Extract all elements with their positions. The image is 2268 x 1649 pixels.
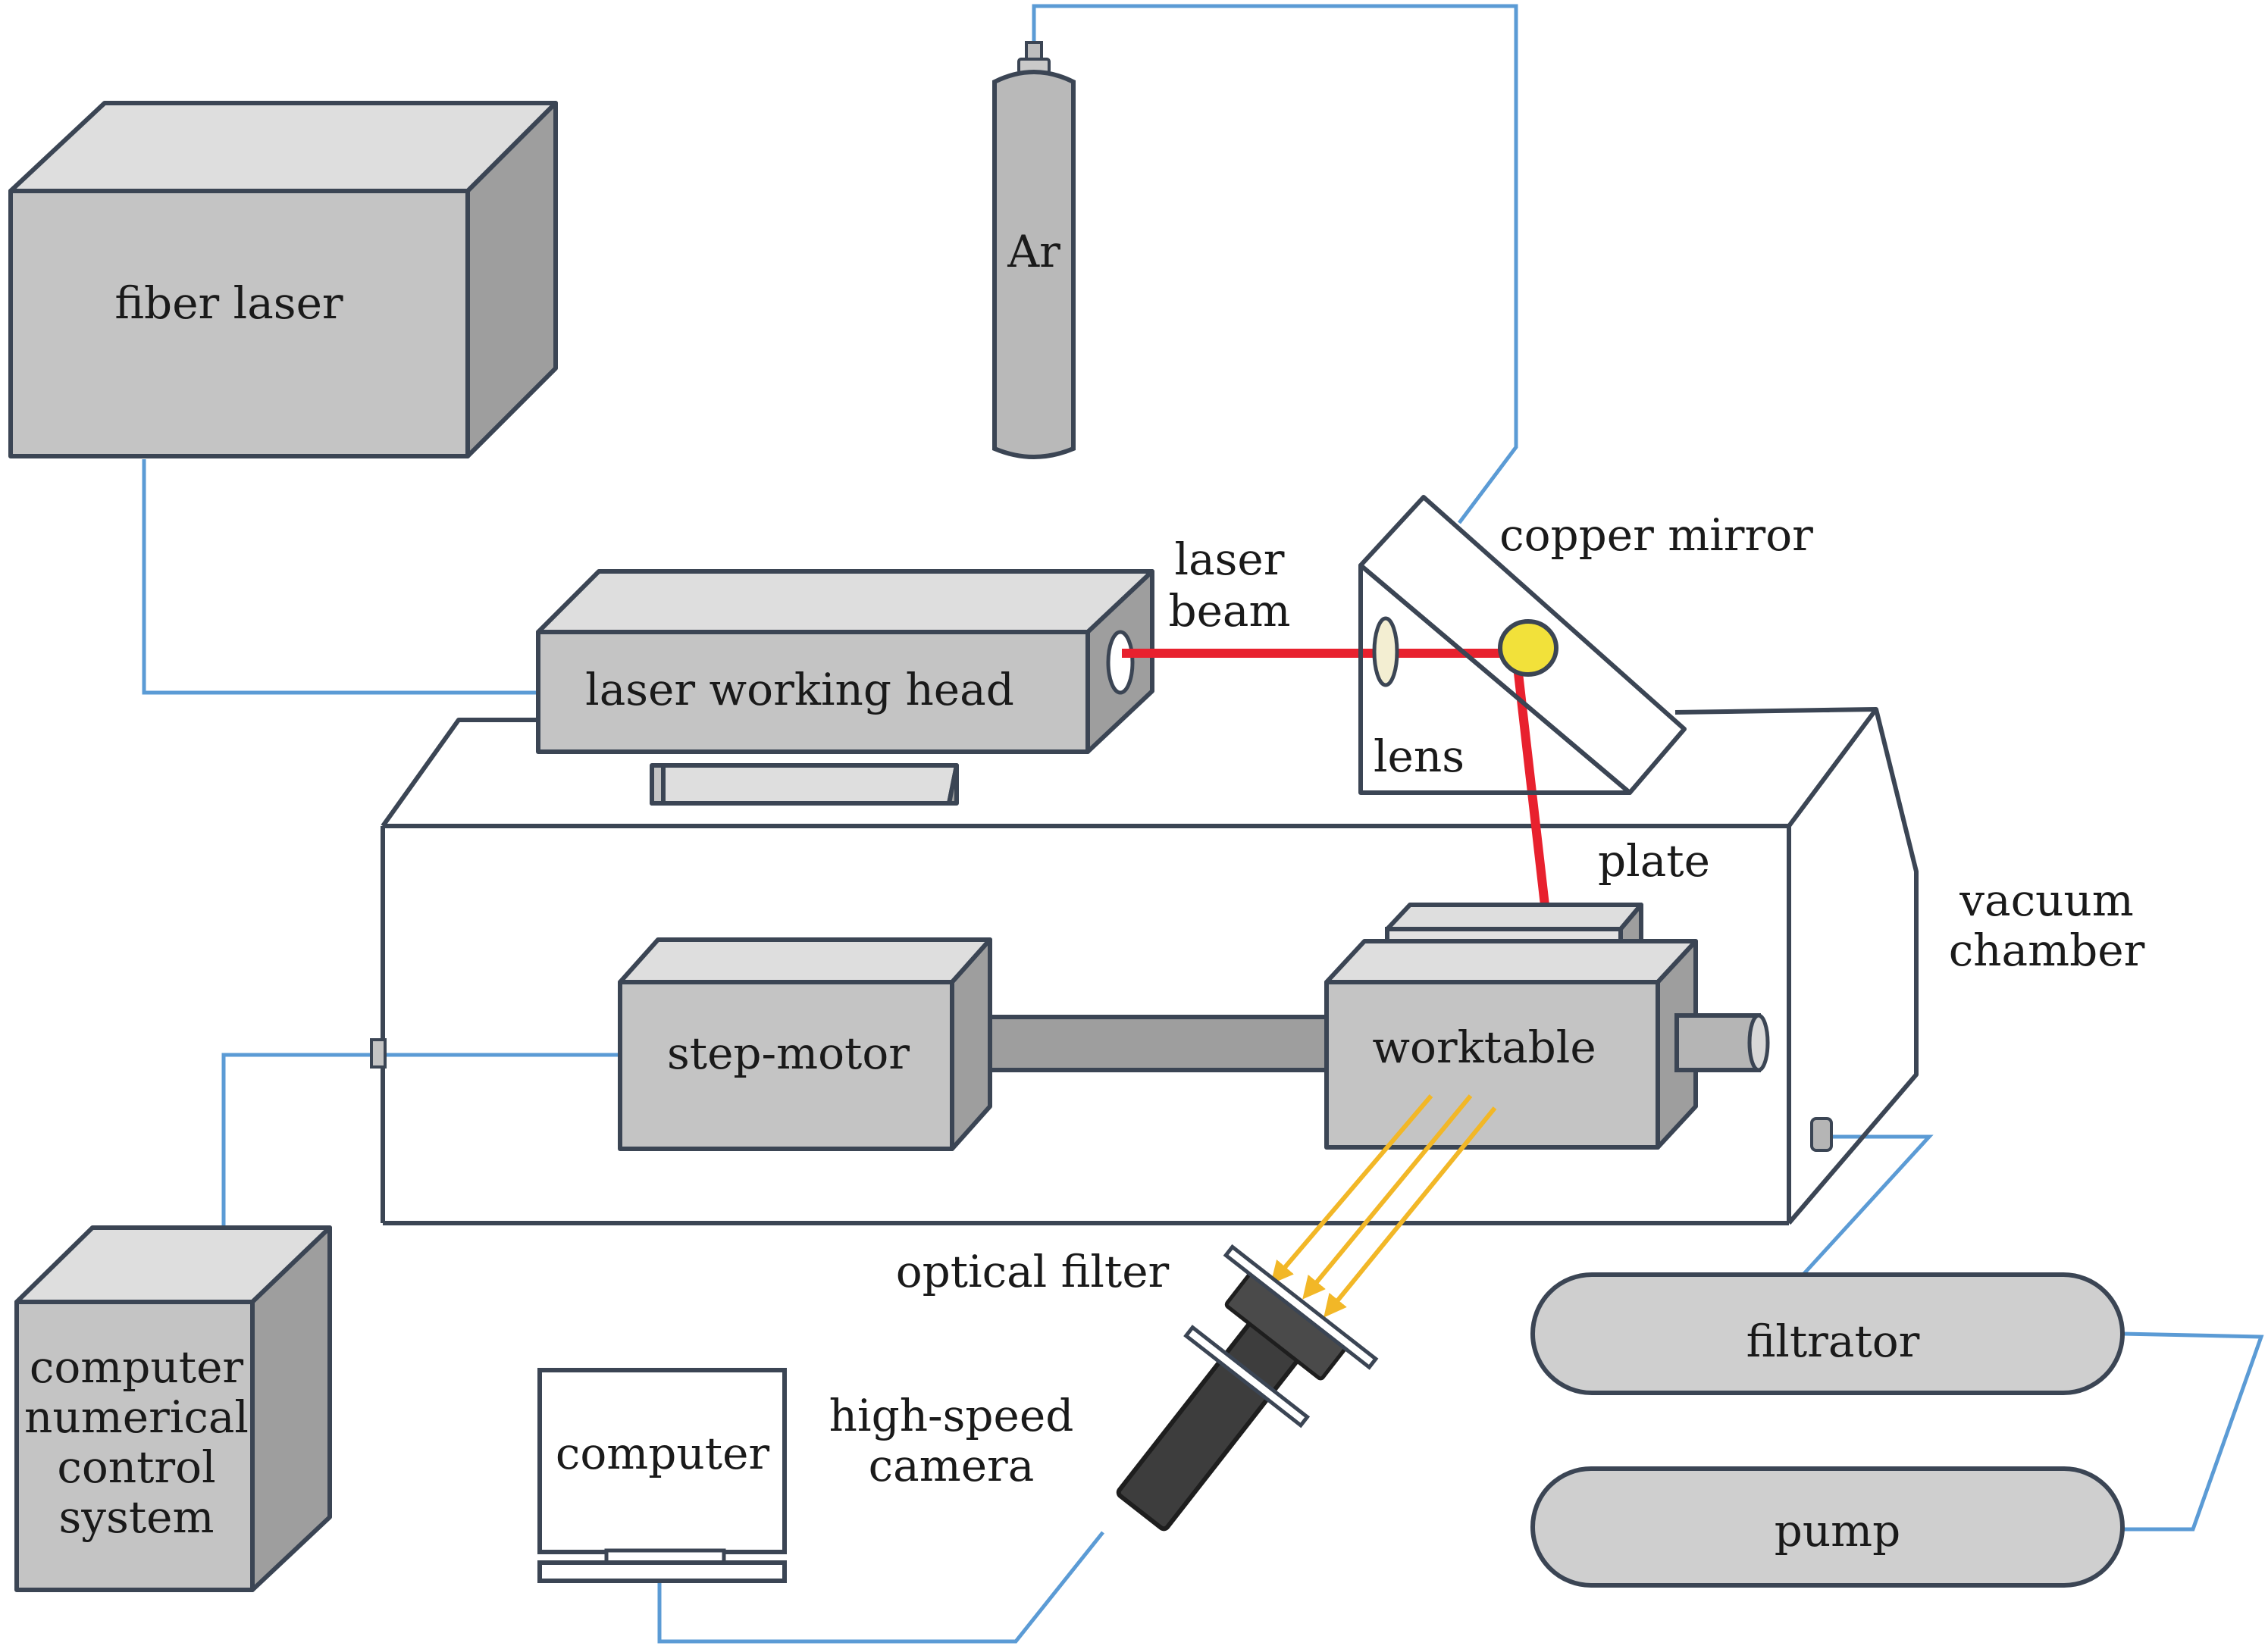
vacuum-chamber-label-line1: vacuum	[1959, 875, 2134, 926]
laser-beam-label-line1: laser	[1175, 534, 1285, 585]
fiber-laser-box: fiber laser	[8, 101, 558, 458]
pump: pump	[1530, 1466, 2125, 1588]
cnc-label-line2: numerical	[24, 1391, 249, 1443]
light-arrow-3	[1324, 1106, 1497, 1318]
lens-label: lens	[1374, 731, 1464, 782]
fiber-laser-label: fiber laser	[114, 277, 343, 329]
worktable: worktable	[1324, 939, 1770, 1150]
cnc-label-line3: control	[57, 1441, 215, 1493]
lens-element	[1372, 616, 1399, 687]
copper-mirror-label: copper mirror	[1499, 509, 1813, 561]
wire-computer-to-camera	[657, 1531, 1104, 1644]
wire-cnc-to-chamber	[221, 1053, 622, 1225]
laser-working-head: laser working head	[536, 569, 1154, 806]
drive-shaft	[966, 1015, 1329, 1072]
step-motor-label: step-motor	[667, 1028, 910, 1079]
high-speed-camera	[1116, 1244, 1379, 1532]
filtrator: filtrator	[1530, 1272, 2125, 1395]
laser-beam	[1122, 649, 1551, 919]
emitted-light-arrows	[1270, 1094, 1497, 1318]
high-speed-camera-label-line1: high-speed	[829, 1390, 1074, 1441]
cnc-label-line4: system	[59, 1491, 215, 1543]
laser-beam-label-line2: beam	[1168, 585, 1290, 637]
high-speed-camera-label-line2: camera	[869, 1440, 1035, 1491]
step-motor: step-motor	[618, 937, 992, 1151]
computer-label: computer	[556, 1428, 770, 1479]
wire-fiber-laser-to-head	[142, 459, 538, 695]
computer: computer	[537, 1368, 787, 1583]
light-arrow-2	[1302, 1094, 1473, 1300]
mirror-lens-housing: copper mirror lens	[1358, 495, 1813, 795]
optical-filter-label: optical filter	[896, 1246, 1170, 1297]
plate-label: plate	[1598, 835, 1710, 887]
light-arrow-1	[1270, 1094, 1433, 1284]
cnc-label-line1: computer	[30, 1341, 244, 1393]
cnc-system-box: computer numerical control system	[14, 1225, 332, 1592]
filtrator-label: filtrator	[1746, 1316, 1920, 1367]
wire-filtrator-to-pump	[2122, 1331, 2264, 1532]
copper-mirror-spot	[1498, 619, 1558, 677]
ar-label: Ar	[1007, 226, 1060, 277]
connection-wires	[142, 4, 2264, 1644]
wire-chamber-to-filtrator	[1799, 1134, 1934, 1279]
laser-working-head-label: laser working head	[585, 664, 1014, 715]
worktable-label: worktable	[1372, 1022, 1596, 1073]
wire-ar-to-mirror	[1032, 4, 1518, 524]
vacuum-chamber	[370, 707, 1919, 1225]
argon-cylinder: Ar	[992, 41, 1076, 459]
laser-beam-path: laser beam	[1122, 534, 1551, 919]
vacuum-chamber-label-line2: chamber	[1949, 925, 2145, 976]
pump-label: pump	[1775, 1505, 1901, 1557]
